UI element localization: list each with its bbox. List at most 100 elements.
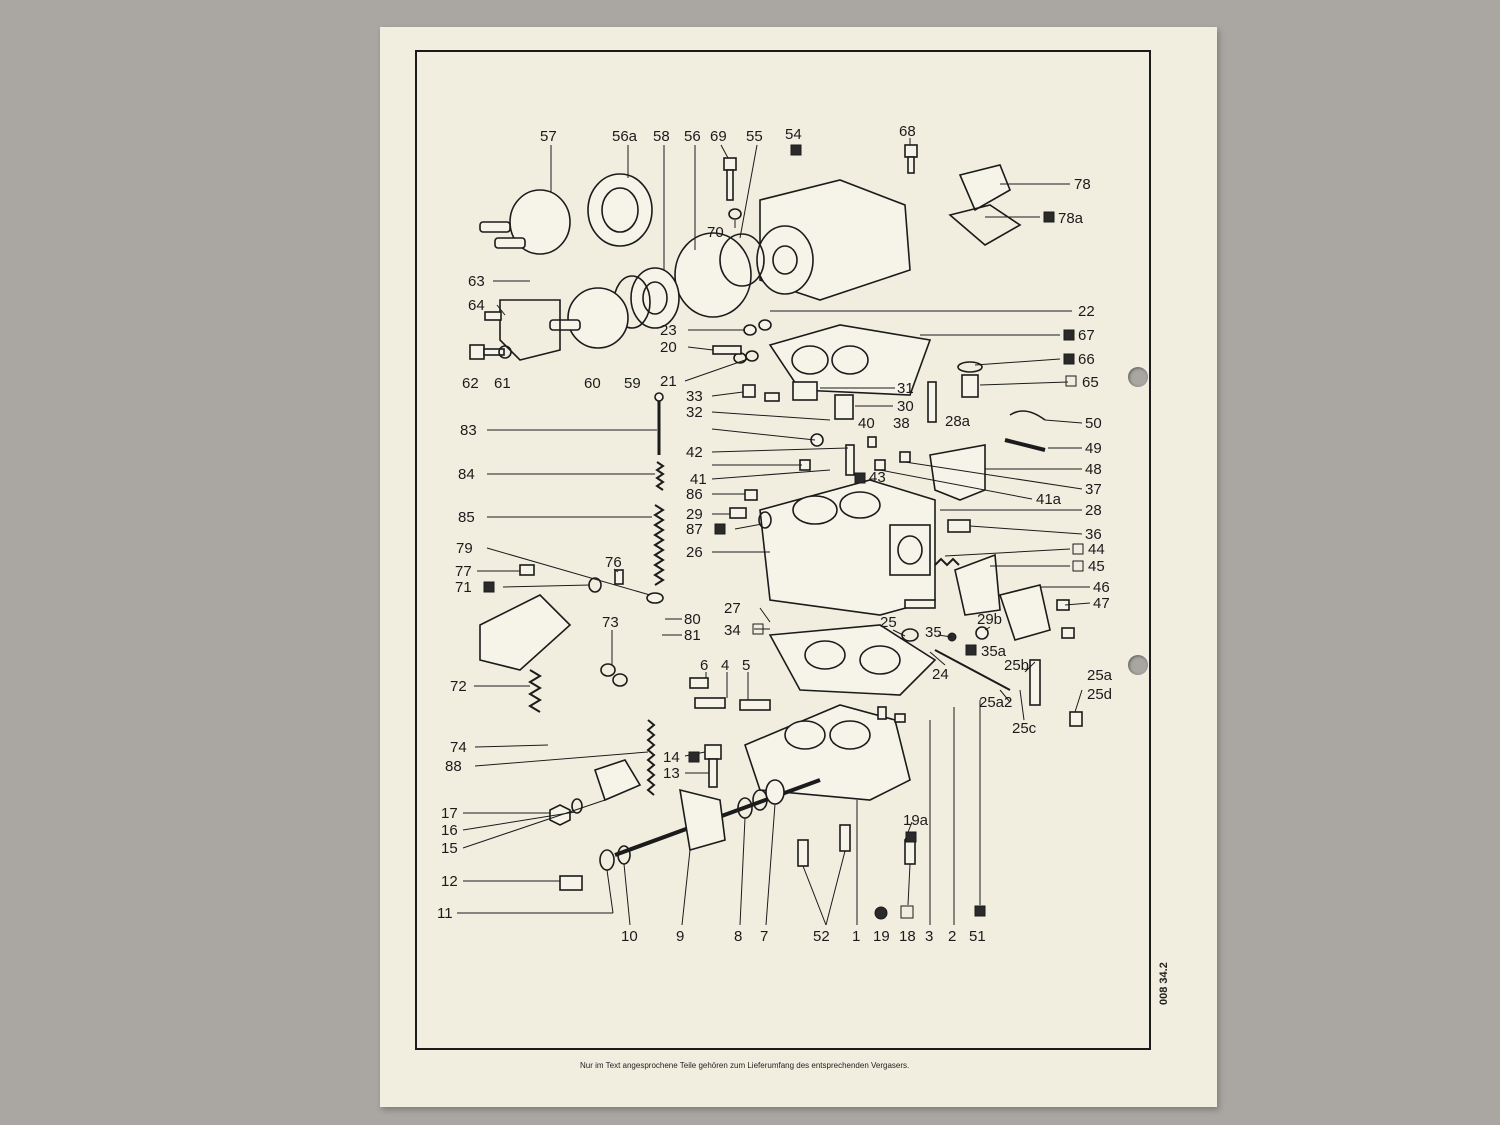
label-40: 40 <box>858 415 875 432</box>
label-76: 76 <box>605 554 622 571</box>
label-59: 59 <box>624 375 641 392</box>
filled-box-19a <box>905 831 917 843</box>
label-38: 38 <box>893 415 910 432</box>
label-42: 42 <box>686 444 703 461</box>
label-58: 58 <box>653 128 670 145</box>
punch-hole <box>1128 367 1148 387</box>
label-84: 84 <box>458 466 475 483</box>
carburetor-parts <box>469 144 1083 920</box>
label-25d: 25d <box>1087 686 1112 703</box>
label-69: 69 <box>710 128 727 145</box>
part-number-labels: 57 56a 58 56 69 55 54 68 78 78a 70 63 64… <box>437 123 1113 945</box>
label-25c: 25c <box>1012 720 1037 737</box>
label-46: 46 <box>1093 579 1110 596</box>
label-20: 20 <box>660 339 677 356</box>
label-4: 4 <box>721 657 729 674</box>
label-29: 29 <box>686 506 703 523</box>
label-71: 71 <box>455 579 472 596</box>
label-43: 43 <box>869 469 886 486</box>
label-60: 60 <box>584 375 601 392</box>
label-28: 28 <box>1085 502 1102 519</box>
filled-box-14 <box>688 751 700 763</box>
label-63: 63 <box>468 273 485 290</box>
label-32: 32 <box>686 404 703 421</box>
label-41: 41 <box>690 471 707 488</box>
label-35: 35 <box>925 624 942 641</box>
open-box-45 <box>1072 560 1084 572</box>
sheet-code: 008 34.2 <box>1158 962 1170 1005</box>
label-80: 80 <box>684 611 701 628</box>
label-57: 57 <box>540 128 557 145</box>
label-25a-2: 25a2 <box>979 694 1012 711</box>
open-box-65 <box>1065 375 1077 387</box>
label-26: 26 <box>686 544 703 561</box>
label-65: 65 <box>1082 374 1099 391</box>
filled-box-54 <box>790 144 802 156</box>
label-18: 18 <box>899 928 916 945</box>
label-16: 16 <box>441 822 458 839</box>
label-29b: 29b <box>977 611 1002 628</box>
filled-box-66 <box>1063 353 1075 365</box>
label-78a: 78a <box>1058 210 1084 227</box>
label-33: 33 <box>686 388 703 405</box>
label-41a: 41a <box>1036 491 1062 508</box>
footer-note: Nur im Text angesprochene Teile gehören … <box>580 1061 910 1070</box>
label-52: 52 <box>813 928 830 945</box>
label-12: 12 <box>441 873 458 890</box>
label-35a: 35a <box>981 643 1007 660</box>
label-27: 27 <box>724 600 741 617</box>
label-9: 9 <box>676 928 684 945</box>
label-34: 34 <box>724 622 741 639</box>
label-11: 11 <box>437 905 453 922</box>
label-55: 55 <box>746 128 763 145</box>
filled-box-67 <box>1063 329 1075 341</box>
label-78: 78 <box>1074 176 1091 193</box>
label-7: 7 <box>760 928 768 945</box>
label-86: 86 <box>686 486 703 503</box>
filled-box-43 <box>854 472 866 484</box>
label-83: 83 <box>460 422 477 439</box>
label-1: 1 <box>852 928 860 945</box>
label-2: 2 <box>948 928 956 945</box>
filled-box-78a <box>1043 211 1055 223</box>
label-66: 66 <box>1078 351 1095 368</box>
filled-box-35a <box>965 644 977 656</box>
label-72: 72 <box>450 678 467 695</box>
filled-box-87 <box>714 523 726 535</box>
label-61: 61 <box>494 375 511 392</box>
label-47: 47 <box>1093 595 1110 612</box>
open-box-18 <box>900 905 914 919</box>
label-81: 81 <box>684 627 701 644</box>
label-85: 85 <box>458 509 475 526</box>
label-62: 62 <box>462 375 479 392</box>
label-19: 19 <box>873 928 890 945</box>
label-50: 50 <box>1085 415 1102 432</box>
label-67: 67 <box>1078 327 1095 344</box>
label-30: 30 <box>897 398 914 415</box>
label-87: 87 <box>686 521 703 538</box>
punch-hole <box>1128 655 1148 675</box>
label-13: 13 <box>663 765 680 782</box>
leader-lines <box>457 138 1091 926</box>
label-48: 48 <box>1085 461 1102 478</box>
filled-box-71 <box>483 581 495 593</box>
label-74: 74 <box>450 739 467 756</box>
label-70: 70 <box>707 224 724 241</box>
box-markers <box>483 144 1084 919</box>
label-28a: 28a <box>945 413 971 430</box>
label-68: 68 <box>899 123 916 140</box>
label-49: 49 <box>1085 440 1102 457</box>
filled-box-51 <box>974 905 986 917</box>
label-19a: 19a <box>903 812 929 829</box>
label-25b: 25b <box>1004 657 1029 674</box>
label-79: 79 <box>456 540 473 557</box>
open-box-34 <box>752 623 764 635</box>
open-box-44 <box>1072 543 1084 555</box>
diagram-frame <box>415 50 1151 1050</box>
label-88: 88 <box>445 758 462 775</box>
label-36: 36 <box>1085 526 1102 543</box>
label-21: 21 <box>660 373 677 390</box>
label-10: 10 <box>621 928 638 945</box>
label-37: 37 <box>1085 481 1102 498</box>
label-17: 17 <box>441 805 458 822</box>
